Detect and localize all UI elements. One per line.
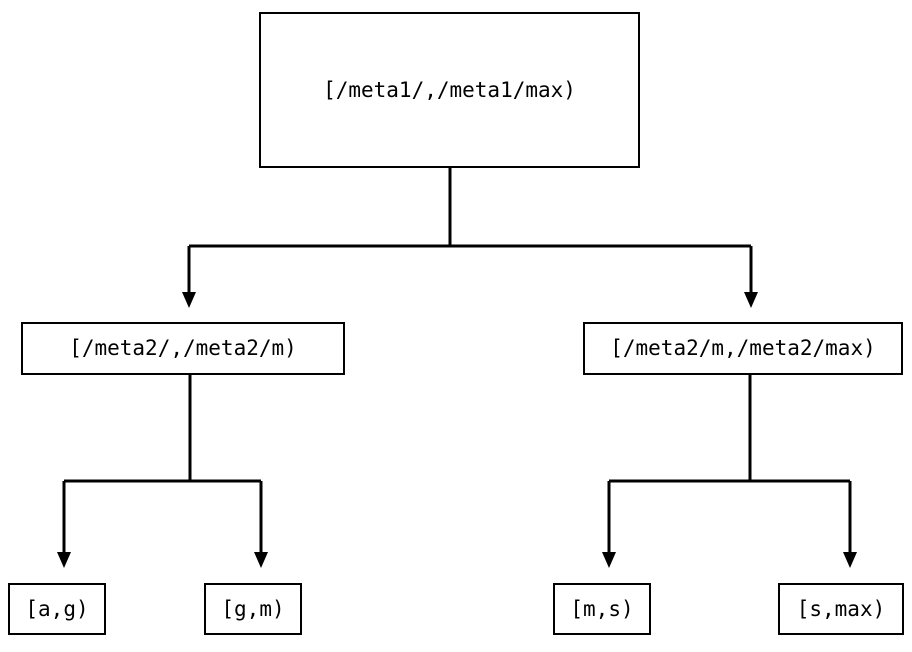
node-leaf-gm[interactable]: [g,m) <box>204 583 302 635</box>
arrowhead-to-mid-right <box>744 292 758 308</box>
arrowhead-to-leaf-smax <box>843 552 857 568</box>
node-leaf-ms[interactable]: [m,s) <box>553 583 651 635</box>
node-leaf-smax[interactable]: [s,max) <box>778 583 904 635</box>
node-leaf-ag[interactable]: [a,g) <box>8 583 106 635</box>
node-mid-right[interactable]: [/meta2/m,/meta2/max) <box>583 322 903 375</box>
node-leaf-gm-label: [g,m) <box>221 596 285 621</box>
edge-root-to-mid <box>182 168 758 308</box>
node-leaf-ms-label: [m,s) <box>570 596 634 621</box>
arrowhead-to-mid-left <box>182 292 196 308</box>
arrowhead-to-leaf-ag <box>57 552 71 568</box>
arrowhead-to-leaf-gm <box>254 552 268 568</box>
edge-midleft-to-leaves <box>57 375 268 568</box>
node-leaf-ag-label: [a,g) <box>25 596 89 621</box>
node-leaf-smax-label: [s,max) <box>796 596 886 621</box>
node-mid-right-label: [/meta2/m,/meta2/max) <box>610 336 876 360</box>
arrowhead-to-leaf-ms <box>602 552 616 568</box>
node-mid-left-label: [/meta2/,/meta2/m) <box>69 336 297 360</box>
node-root-label: [/meta1/,/meta1/max) <box>323 77 576 102</box>
node-root[interactable]: [/meta1/,/meta1/max) <box>259 12 640 168</box>
edge-midright-to-leaves <box>602 375 857 568</box>
node-mid-left[interactable]: [/meta2/,/meta2/m) <box>21 322 345 375</box>
